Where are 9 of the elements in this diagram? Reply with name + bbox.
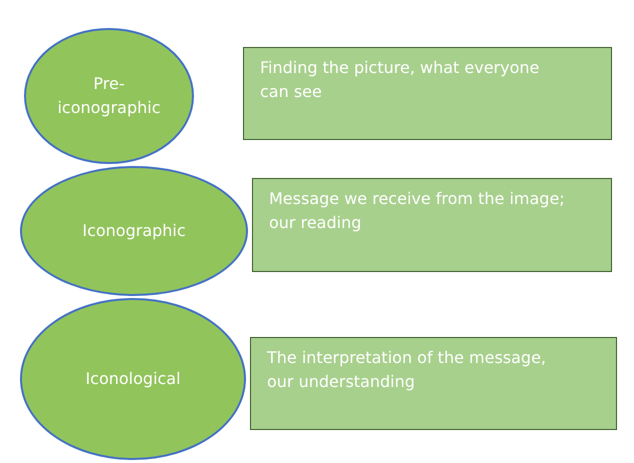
node-label: Message we receive from the image; our reading xyxy=(269,189,565,232)
node-label: Iconological xyxy=(85,368,181,390)
node-label: The interpretation of the message, our understanding xyxy=(267,348,546,391)
node-label: Finding the picture, what everyone can see xyxy=(260,58,540,101)
node-label: Iconographic xyxy=(82,220,186,242)
text-box xyxy=(243,47,612,140)
text-box xyxy=(252,178,612,272)
text-box xyxy=(250,337,617,430)
node-label: Pre-iconographic xyxy=(56,73,162,119)
